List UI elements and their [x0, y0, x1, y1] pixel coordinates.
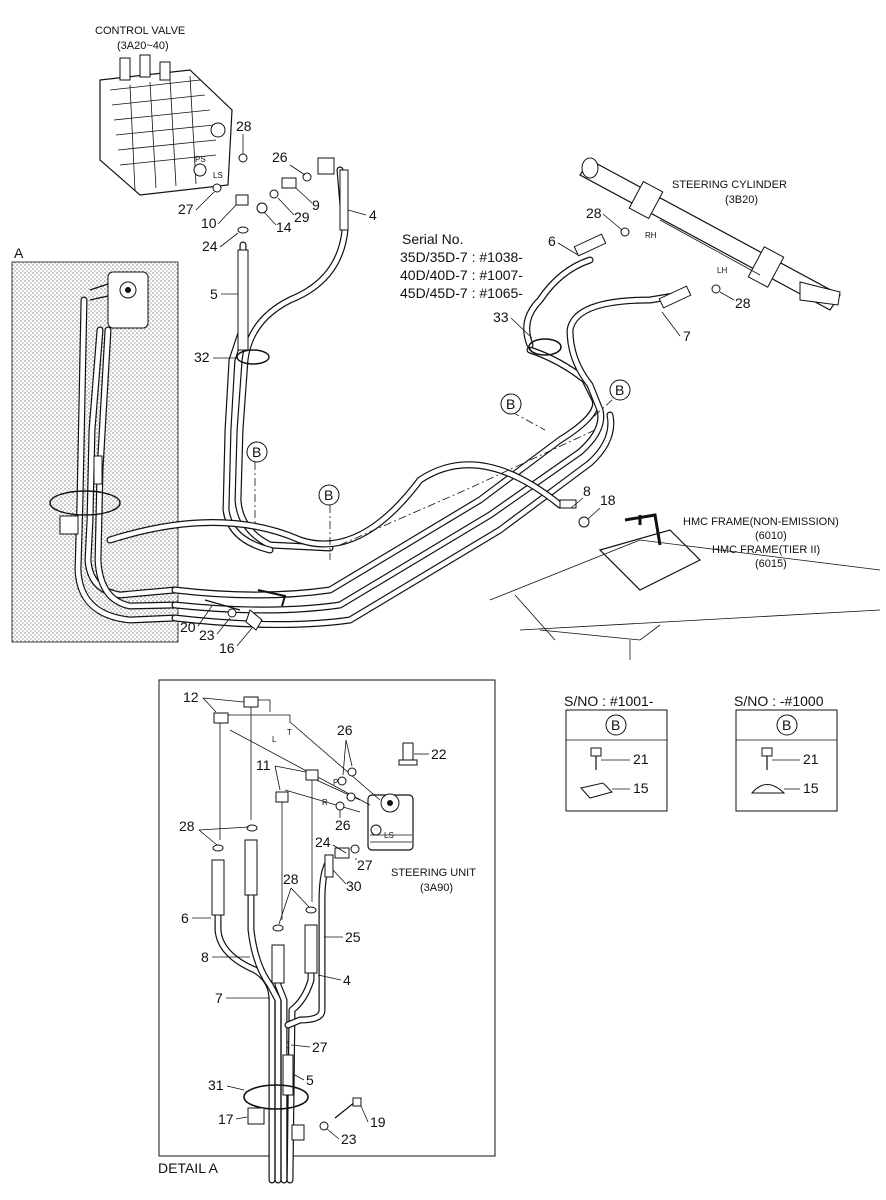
steering-unit-label: STEERING UNIT	[391, 867, 476, 879]
snote-right-b: B	[782, 717, 791, 733]
snote-right-box: S/NO : -#1000 B 21 15	[734, 693, 838, 812]
pn-11: 11	[256, 757, 271, 773]
frame-1-label: HMC FRAME(NON-EMISSION)	[683, 516, 839, 528]
steering-cylinder-label: STEERING CYLINDER	[672, 179, 787, 191]
pn-10: 10	[201, 215, 217, 231]
pn-27c: 27	[312, 1039, 328, 1055]
port-p: P	[333, 778, 338, 787]
pn-24b: 24	[315, 834, 331, 850]
port-ps: PS	[195, 155, 206, 164]
main-part-labels: 28 26 27 10 29 9 14 24 4 5 32 28 6 28 33…	[178, 118, 751, 656]
snote-left-label: S/NO : #1001-	[564, 693, 654, 709]
snote-left-box: S/NO : #1001- B 21 15	[564, 693, 668, 812]
section-b-lines: B B B B	[246, 379, 631, 560]
pn-28c: 28	[735, 295, 751, 311]
pn-14: 14	[276, 219, 292, 235]
hmc-frame: HMC FRAME(NON-EMISSION) (6010) HMC FRAME…	[489, 513, 881, 660]
serial-line-2: 40D/40D-7 : #1007-	[400, 267, 523, 283]
control-valve: CONTROL VALVE (3A20~40) PS LS	[95, 25, 233, 196]
pn-26a: 26	[272, 149, 288, 165]
snote-left-b: B	[611, 717, 620, 733]
pn-6b: 6	[181, 910, 189, 926]
pn-5a: 5	[210, 286, 218, 302]
pn-29: 29	[294, 209, 310, 225]
pn-4a: 4	[369, 207, 377, 223]
pn-31: 31	[208, 1077, 224, 1093]
steering-unit-ref: (3A90)	[420, 882, 453, 894]
pn-21b: 21	[803, 751, 819, 767]
frame-2-label: HMC FRAME(TIER II)	[712, 544, 820, 556]
steering-cylinder: STEERING CYLINDER (3B20) RH LH	[579, 157, 841, 311]
pn-8b: 8	[201, 949, 209, 965]
control-valve-ref: (3A20~40)	[117, 40, 169, 52]
pn-19: 19	[370, 1114, 386, 1130]
pn-28d: 28	[179, 818, 195, 834]
pn-8a: 8	[583, 483, 591, 499]
pn-16: 16	[219, 640, 235, 656]
pn-17: 17	[218, 1111, 234, 1127]
b-marker-1: B	[252, 444, 261, 460]
detail-a-label: DETAIL A	[158, 1160, 219, 1176]
serial-block: Serial No. 35D/35D-7 : #1038- 40D/40D-7 …	[400, 231, 523, 301]
frame-2-ref: (6015)	[755, 558, 787, 570]
serial-heading: Serial No.	[402, 231, 463, 247]
frame-1-ref: (6010)	[755, 530, 787, 542]
pn-23a: 23	[199, 627, 215, 643]
serial-line-1: 35D/35D-7 : #1038-	[400, 249, 523, 265]
hose-routing	[106, 166, 721, 629]
serial-line-3: 45D/45D-7 : #1065-	[400, 285, 523, 301]
pn-21a: 21	[633, 751, 649, 767]
pn-7a: 7	[683, 328, 691, 344]
control-valve-label: CONTROL VALVE	[95, 25, 185, 37]
pn-30: 30	[346, 878, 362, 894]
pn-28e: 28	[283, 871, 299, 887]
pn-4b: 4	[343, 972, 351, 988]
b-marker-2: B	[324, 487, 333, 503]
view-a-label: A	[14, 245, 24, 261]
pn-6a: 6	[548, 233, 556, 249]
port-lh: LH	[717, 266, 727, 275]
port-r: R	[322, 798, 328, 807]
pn-27b: 27	[357, 857, 373, 873]
pn-7b: 7	[215, 990, 223, 1006]
pn-15a: 15	[633, 780, 649, 796]
view-a-panel: A	[11, 245, 179, 643]
pn-22: 22	[431, 746, 447, 762]
pn-32: 32	[194, 349, 210, 365]
steering-cylinder-ref: (3B20)	[725, 194, 758, 206]
pn-9: 9	[312, 197, 320, 213]
b-marker-4: B	[615, 382, 624, 398]
pn-18: 18	[600, 492, 616, 508]
pn-33: 33	[493, 309, 509, 325]
pn-26c: 26	[335, 817, 351, 833]
port-t: T	[287, 728, 292, 737]
port-ls-unit: LS	[384, 831, 394, 840]
port-l: L	[272, 735, 277, 744]
pn-26b: 26	[337, 722, 353, 738]
pn-28b: 28	[586, 205, 602, 221]
pn-25: 25	[345, 929, 361, 945]
pn-27a: 27	[178, 201, 194, 217]
pn-5b: 5	[306, 1072, 314, 1088]
snote-right-label: S/NO : -#1000	[734, 693, 824, 709]
pn-28a: 28	[236, 118, 252, 134]
pn-24a: 24	[202, 238, 218, 254]
b-marker-3: B	[506, 396, 515, 412]
port-rh: RH	[645, 231, 657, 240]
pn-12: 12	[183, 689, 199, 705]
pn-23b: 23	[341, 1131, 357, 1147]
pn-20: 20	[180, 619, 196, 635]
valve-fittings	[212, 153, 335, 234]
pn-15b: 15	[803, 780, 819, 796]
port-ls: LS	[213, 171, 223, 180]
detail-a-panel: DETAIL A LS STEERING UNIT (3A90) T L P R	[158, 679, 496, 1184]
bolt-group-top	[204, 589, 287, 631]
